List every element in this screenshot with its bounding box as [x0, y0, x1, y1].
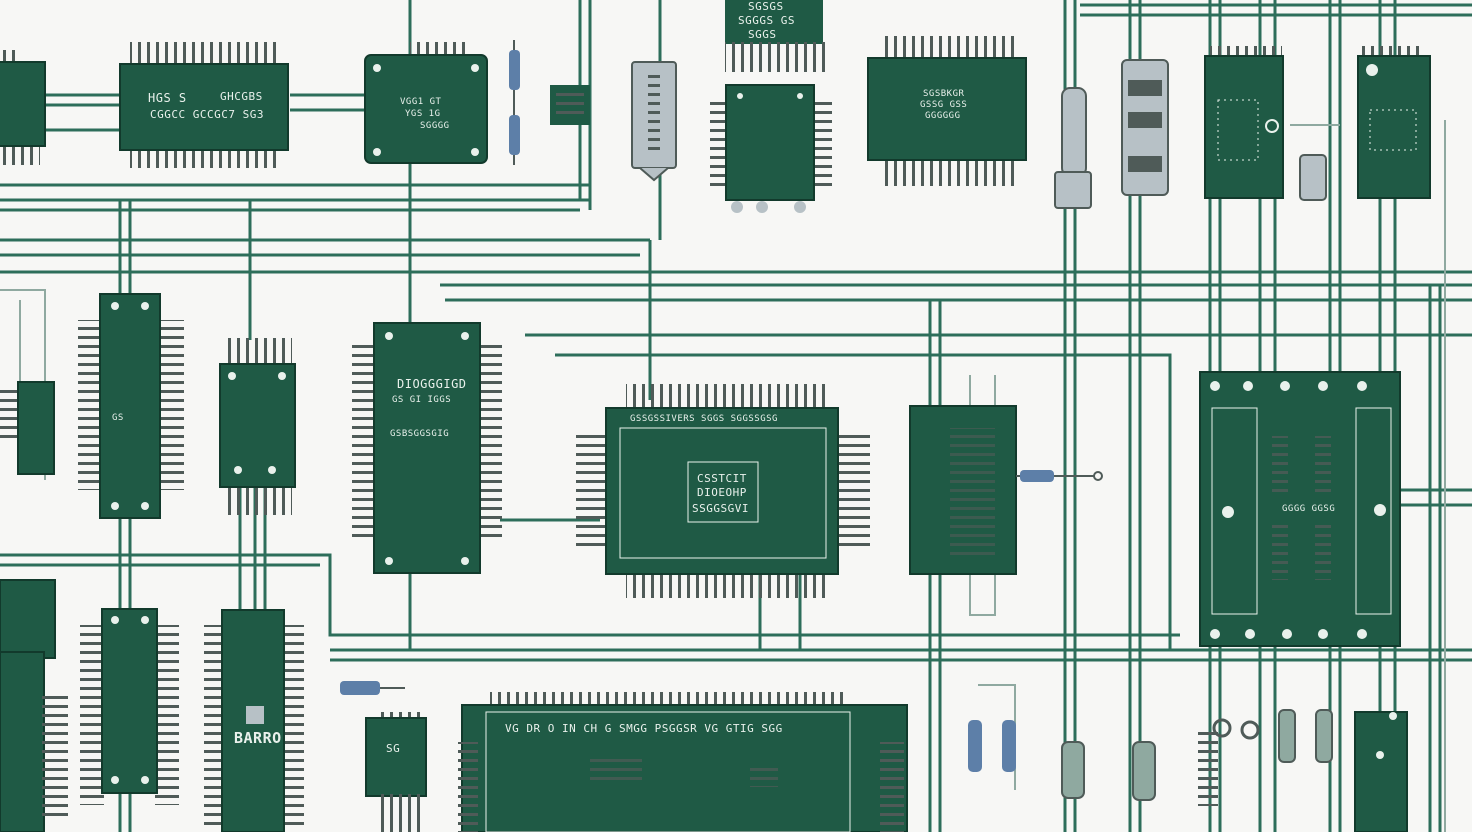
top-strip-chip: SGSGS SGGGS GS SGGS: [725, 0, 828, 72]
pin-header-icon: [550, 85, 590, 125]
left-mid-chip: [219, 338, 296, 515]
chip-label: SG: [386, 742, 400, 755]
bottom-right-module: [1198, 711, 1408, 832]
chip-label: SGGGS GS: [738, 14, 795, 27]
bottom-left-chip: [0, 579, 68, 832]
top-left-ic-chip: HGS S GHCGBS CGGCC GCCGC7 SG3: [119, 42, 289, 168]
chip-label: GHCGBS: [220, 90, 263, 103]
bottom-labeled-chip: BARRO: [204, 609, 304, 832]
chip-label: DIOEOHP: [697, 486, 747, 499]
chip-label: VG DR O IN CH G SMGG PSGGSR VG GTIG SGG: [505, 722, 783, 735]
top-right-ic-chip: SGSBKGR GSSG GSS GGGGGG: [867, 36, 1027, 186]
top-middle-module: VGG1 GT YGS 1G SGGGG: [364, 42, 488, 164]
chip-label: SGGS: [748, 28, 777, 41]
chip-label: GGGG GGSG: [1282, 504, 1335, 514]
right-large-board: GGGG GGSG: [1199, 371, 1401, 647]
bottom-small-module: SG: [340, 681, 427, 832]
chip-label: HGS S: [148, 91, 187, 105]
bottom-narrow-chip: [80, 608, 179, 805]
top-right-tall-module: [1204, 46, 1284, 199]
chip-label: SGSBKGR: [923, 89, 965, 99]
chip-label: CGGCC GCCGC7 SG3: [150, 108, 264, 121]
bottom-resistors: [968, 709, 1333, 801]
fuse-icon: [1054, 87, 1092, 209]
chip-label: GS: [112, 413, 124, 423]
chip-label: BARRO: [234, 729, 282, 747]
led-icon: [1299, 154, 1327, 201]
chip-label: GSBSGGSGIG: [390, 429, 449, 439]
left-small-chip: [0, 381, 55, 475]
relay-icon: [1121, 59, 1169, 196]
chip-label: YGS 1G: [405, 109, 441, 119]
chip-label: CSSTCIT: [697, 472, 747, 485]
chip-label: SGSGS: [748, 0, 784, 13]
chip-label: GSSG GSS: [920, 100, 967, 110]
top-left-partial-chip: [0, 50, 46, 165]
bottom-wide-board: VG DR O IN CH G SMGG PSGGSR VG GTIG SGG: [458, 692, 908, 832]
resistor-icon: [509, 40, 520, 165]
center-large-chip: GSSGSSIVERS SGGS SGGSSGSG CSSTCIT DIOEOH…: [576, 384, 870, 598]
connector-icon: [631, 61, 677, 182]
chip-label: GGGGGG: [925, 111, 961, 121]
chip-label: SGGGG: [420, 121, 450, 131]
chip-label: SSGGSGVI: [692, 502, 749, 515]
top-center-module: [710, 84, 832, 213]
chip-label: GSSGSSIVERS SGGS SGGSSGSG: [630, 414, 778, 424]
switch-board: [909, 405, 1103, 575]
left-tall-chip: GS: [78, 293, 184, 519]
top-right-edge-module: [1357, 46, 1431, 199]
chip-label: GS GI IGGS: [392, 395, 451, 405]
chip-label: DIOGGGIGD: [397, 377, 467, 391]
dip-ic-chip: DIOGGGIGD GS GI IGGS GSBSGGSGIG: [352, 322, 502, 574]
chip-label: VGG1 GT: [400, 97, 442, 107]
